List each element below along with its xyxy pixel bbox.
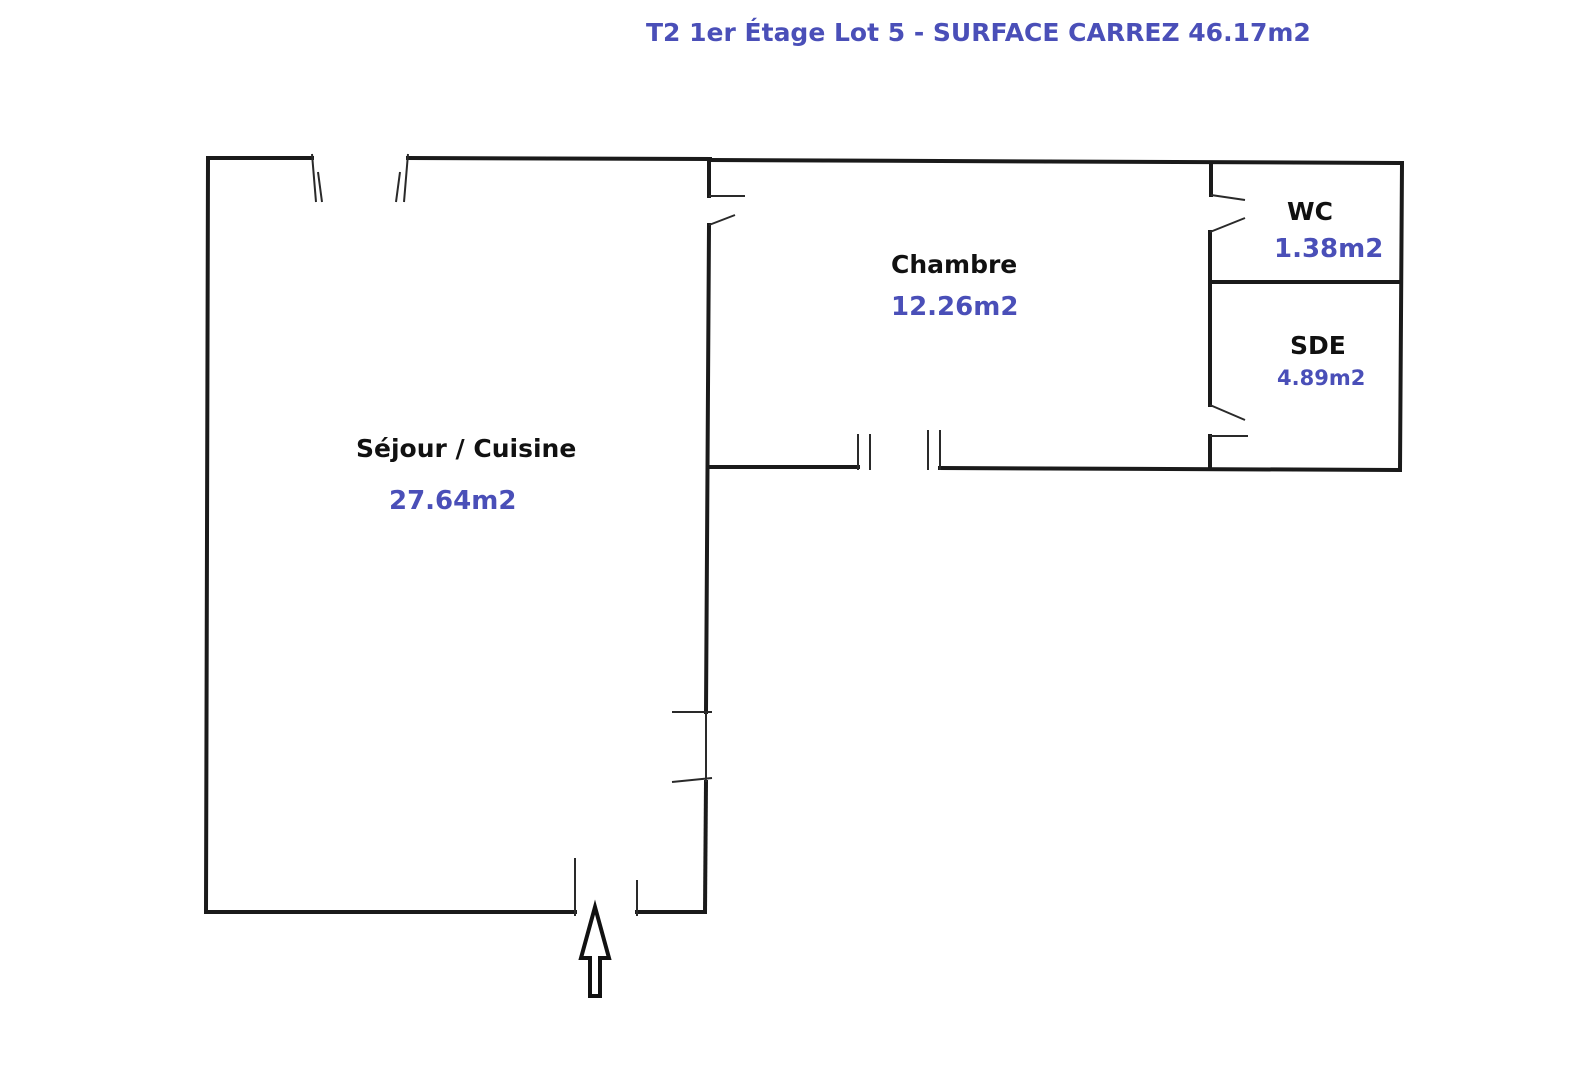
window-top [311, 153, 409, 203]
up-arrow-icon [578, 899, 612, 998]
room-area-sejour: 27.64m2 [389, 486, 517, 516]
wall-top-right [707, 157, 1405, 166]
entrance-jambs [574, 858, 638, 916]
door-sde [1209, 404, 1248, 437]
door-chambre-top [708, 195, 745, 226]
room-name-wc: WC [1287, 197, 1333, 226]
door-chambre-bottom [857, 430, 941, 470]
door-wc [1209, 194, 1246, 233]
walls [203, 155, 1405, 915]
wall-sejour-top-mid [405, 155, 713, 162]
wall-chambre-bottom-right [937, 465, 1403, 473]
door-sejour-right [671, 711, 713, 783]
room-area-wc: 1.38m2 [1274, 234, 1384, 264]
room-name-sejour: Séjour / Cuisine [356, 434, 577, 463]
wall-sejour-right-lower [702, 779, 709, 915]
room-area-sde: 4.89m2 [1277, 366, 1366, 390]
wall-sejour-left [203, 156, 577, 914]
openings [311, 153, 1248, 916]
wall-right [1397, 160, 1405, 473]
room-name-sde: SDE [1290, 331, 1346, 360]
room-area-chambre: 12.26m2 [891, 292, 1019, 322]
room-name-chambre: Chambre [891, 250, 1018, 279]
plan-title: T2 1er Étage Lot 5 - SURFACE CARREZ 46.1… [646, 18, 1311, 47]
